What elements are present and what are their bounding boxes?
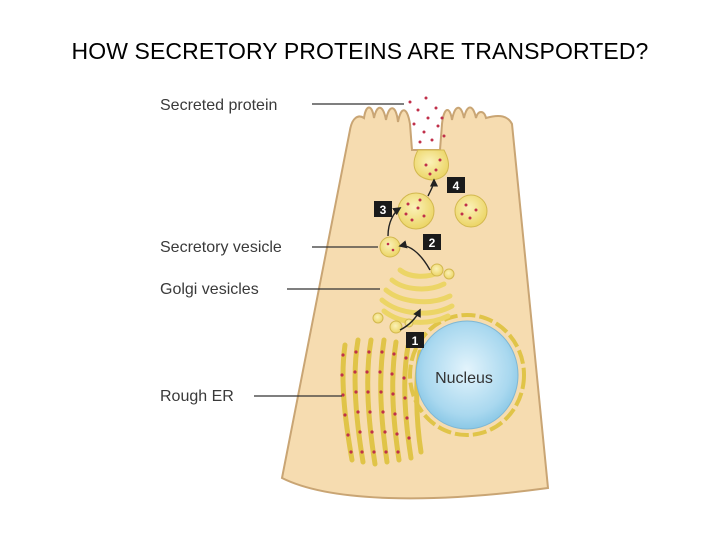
label-secreted-protein: Secreted protein	[160, 97, 277, 114]
step-badge-3: 3	[374, 201, 392, 217]
svg-text:1: 1	[412, 334, 419, 348]
label-golgi-vesicles: Golgi vesicles	[160, 281, 259, 298]
nucleus-label: Nucleus	[435, 370, 493, 387]
svg-text:2: 2	[429, 236, 436, 250]
nucleus	[408, 313, 526, 437]
step-badge-2: 2	[423, 234, 441, 250]
label-rough-er: Rough ER	[160, 388, 234, 405]
pathway-arrows	[387, 178, 439, 331]
er-ribosomes	[340, 350, 411, 454]
protein-dots	[386, 96, 478, 252]
slide-title: HOW SECRETORY PROTEINS ARE TRANSPORTED?	[71, 38, 649, 64]
label-leader-lines	[254, 103, 404, 397]
label-secretory-vesicle: Secretory vesicle	[160, 239, 282, 256]
step-badge-1: 1	[406, 332, 424, 348]
svg-text:4: 4	[453, 179, 460, 193]
secretory-vesicles	[379, 149, 488, 258]
svg-text:3: 3	[380, 203, 387, 217]
step-badge-4: 4	[447, 177, 465, 193]
